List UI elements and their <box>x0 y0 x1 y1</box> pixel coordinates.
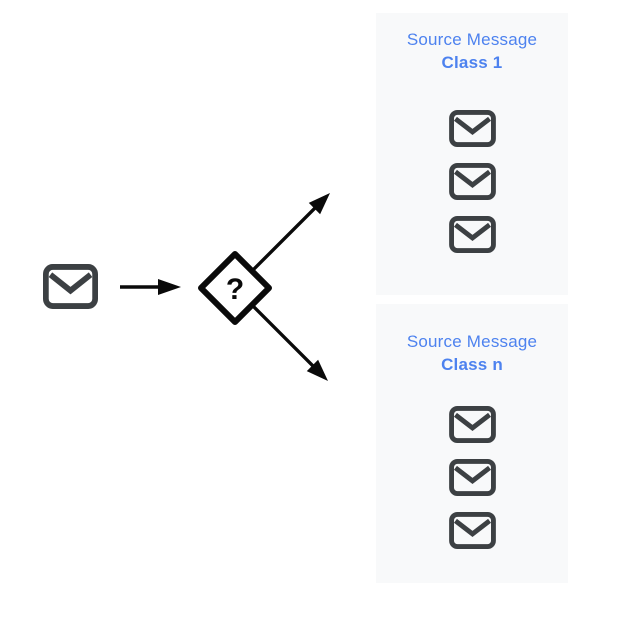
envelope-icon <box>448 163 496 200</box>
envelope-icon <box>448 406 496 443</box>
panel-title-line2: Class n <box>441 355 503 374</box>
envelope-icon <box>448 512 496 549</box>
classifier-question-mark: ? <box>226 273 244 306</box>
class-1-panel-title: Source Message Class 1 <box>407 28 537 74</box>
envelope-icon <box>448 459 496 496</box>
class-n-message-stack <box>448 406 496 549</box>
envelope-icon <box>448 110 496 147</box>
classifier-diamond: ? <box>198 251 272 325</box>
class-n-panel: Source Message Class n <box>376 304 568 583</box>
arrow-input <box>120 279 181 295</box>
class-n-panel-title: Source Message Class n <box>407 330 537 376</box>
class-1-panel: Source Message Class 1 <box>376 13 568 295</box>
panel-title-line1: Source Message <box>406 332 538 351</box>
class-1-message-stack <box>448 110 496 253</box>
envelope-icon <box>43 264 98 309</box>
envelope-icon <box>448 216 496 253</box>
panel-title-line2: Class 1 <box>441 53 503 72</box>
panel-title-line1: Source Message <box>406 30 538 49</box>
